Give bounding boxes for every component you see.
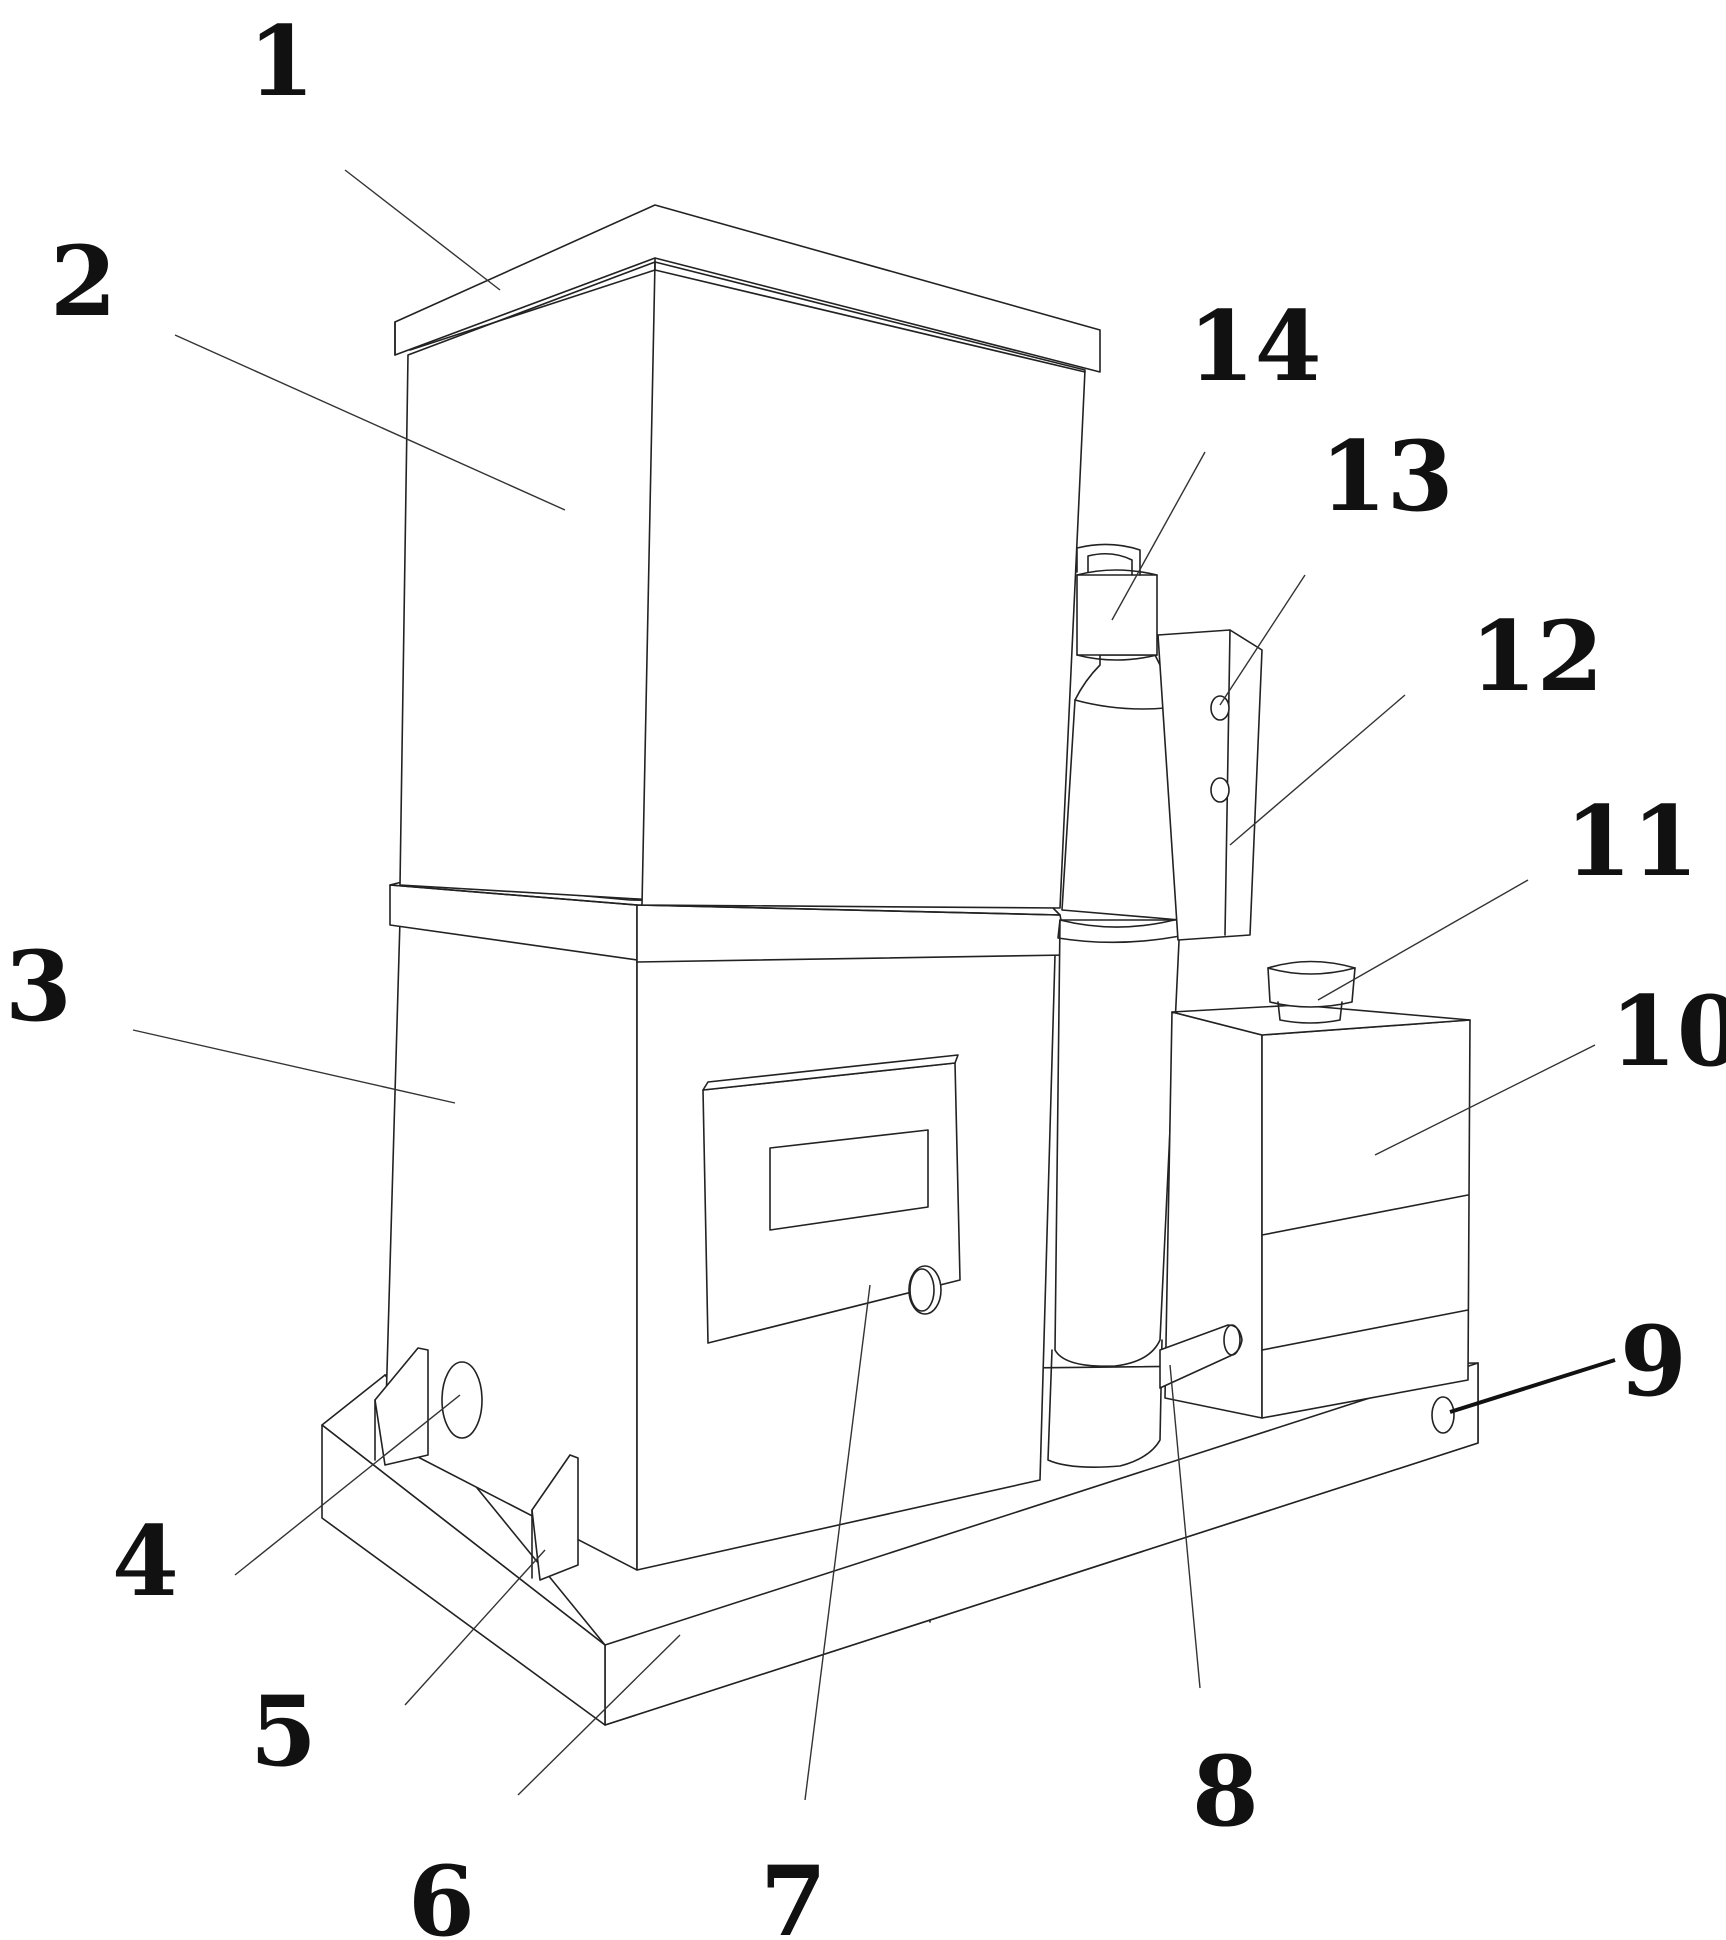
- callout-14: 14: [1188, 290, 1322, 403]
- callout-8: 8: [1192, 1735, 1259, 1848]
- callout-12: 12: [1470, 600, 1604, 713]
- callout-labels: 1 2 3 4 5 6 7 8 9 10 11 12 13 14: [5, 5, 1726, 1940]
- callout-1: 1: [248, 5, 315, 118]
- callout-6: 6: [408, 1845, 475, 1940]
- side-box: [1157, 629, 1263, 941]
- callout-3: 3: [5, 930, 72, 1043]
- callout-4: 4: [112, 1505, 179, 1618]
- callout-7: 7: [760, 1845, 827, 1940]
- callout-5: 5: [250, 1675, 317, 1788]
- control-knob: [908, 1265, 942, 1315]
- callout-2: 2: [50, 225, 117, 338]
- callout-13: 13: [1320, 420, 1454, 533]
- oil-tank: [1164, 960, 1471, 1419]
- support-plates: [374, 1347, 579, 1581]
- callout-11: 11: [1565, 785, 1699, 898]
- connecting-pipe: [1159, 1324, 1243, 1389]
- side-port-upper: [1210, 695, 1230, 721]
- callout-9: 9: [1620, 1305, 1687, 1418]
- top-lid: [394, 204, 1101, 373]
- upper-hopper: [399, 261, 1086, 909]
- inlet-port: [441, 1361, 483, 1439]
- side-port-lower: [1210, 777, 1230, 803]
- control-panel: [702, 1054, 961, 1344]
- callout-10: 10: [1610, 975, 1726, 1088]
- drain-port: [1431, 1396, 1455, 1434]
- cylinder-tank: [1047, 543, 1191, 1468]
- leader-lines: [132, 169, 1616, 1801]
